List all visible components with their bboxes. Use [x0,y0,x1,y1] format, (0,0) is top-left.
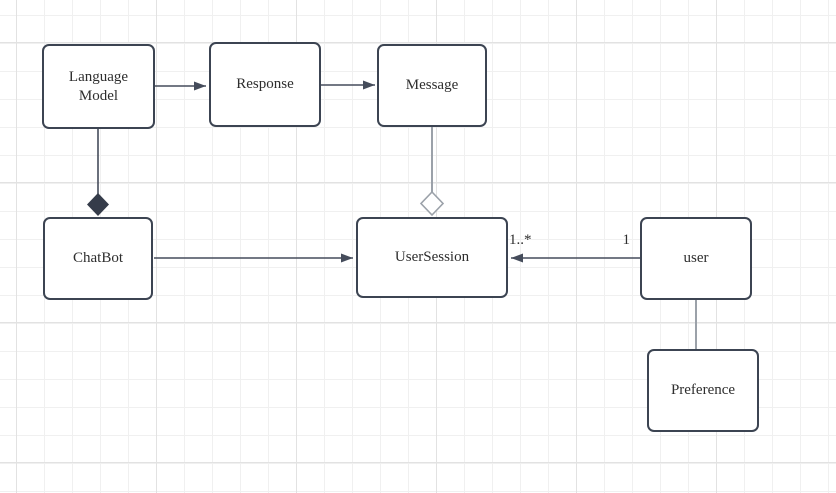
node-preference-label: Preference [670,382,736,398]
node-language-model-label: Language Model [68,68,129,104]
edge-message-usersession-aggregation[interactable] [419,127,445,217]
edge-languagemodel-chatbot-composition[interactable] [87,129,109,216]
node-response[interactable]: Response [209,42,321,127]
multiplicity-label-usersession: 1..* [509,232,532,248]
node-message[interactable]: Message [377,44,487,127]
node-usersession[interactable]: UserSession [356,217,508,298]
aggregation-hollow-diamond-icon [419,190,445,217]
node-chatbot[interactable]: ChatBot [43,217,153,300]
multiplicity-label-user: 1 [622,232,631,248]
node-preference[interactable]: Preference [647,349,759,432]
node-language-model[interactable]: Language Model [42,44,155,129]
node-message-label: Message [405,77,459,93]
node-user[interactable]: user [640,217,752,300]
node-response-label: Response [236,76,294,92]
node-usersession-label: UserSession [394,249,470,265]
composition-filled-diamond-icon [87,193,109,216]
node-chatbot-label: ChatBot [72,250,123,266]
node-user-label: user [683,250,709,266]
